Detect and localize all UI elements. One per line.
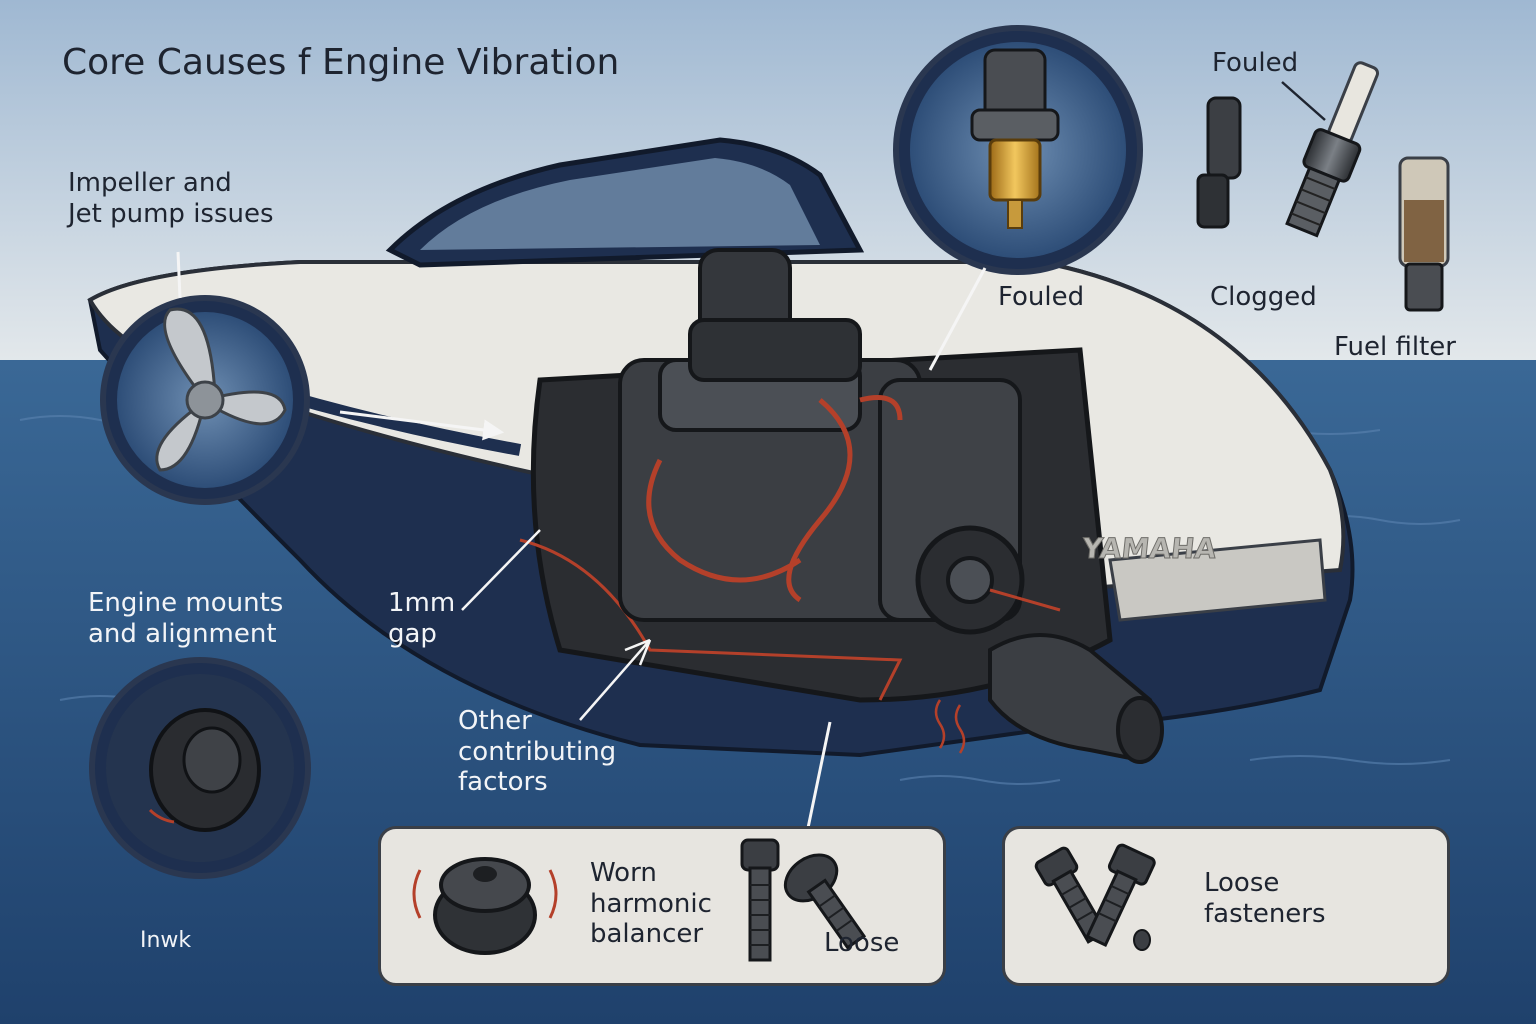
pulley-hub: [946, 556, 994, 604]
windshield-glass: [420, 158, 820, 250]
impeller-label: Impeller and Jet pump issues: [68, 168, 274, 229]
clogged-label: Clogged: [1210, 282, 1317, 312]
gap-leader: [461, 529, 541, 611]
jet-pump: [988, 633, 1164, 764]
gap-label-line2: gap: [388, 618, 437, 649]
other-factors-label: Other contributing factors: [458, 706, 616, 798]
airbox: [688, 318, 862, 382]
balancer-label-line3: balancer: [590, 919, 704, 950]
screw-icon-front: [783, 853, 867, 950]
fouled-top-leader: [1281, 81, 1326, 121]
loose-fasteners-icon-front: [1034, 843, 1156, 951]
impeller-icon: [155, 307, 287, 472]
deck-step: [1108, 538, 1327, 622]
hose-3: [859, 395, 903, 421]
spark-plug-icon: [970, 48, 1060, 229]
bay-red-outline: [519, 538, 903, 701]
fouled-spark-plug-icon: [1285, 61, 1380, 238]
balancer-label-line2: harmonic: [590, 888, 712, 919]
other-label-line2: contributing: [458, 736, 617, 767]
fouled-plug-label: Fouled: [998, 282, 1085, 312]
shaft-line: [989, 588, 1061, 612]
impeller-inset: [100, 295, 310, 505]
impeller-label-line1: Impeller and: [68, 168, 232, 198]
balancer-label: Worn harmonic balancer: [590, 858, 712, 950]
brand-lettering: YAMAHA: [1080, 532, 1219, 565]
fouled-top-label: Fouled: [1212, 48, 1299, 78]
other-label-line1: Other: [458, 706, 532, 736]
harmonic-balancer-icon-front: [412, 857, 558, 955]
small-plug-icon: [1196, 96, 1242, 229]
fuel-filter-icon: [1398, 156, 1450, 312]
bolt-icon-front: [740, 838, 780, 962]
loose-fasteners-label: Loose fasteners: [1204, 868, 1326, 929]
engine: [618, 248, 1164, 764]
other-leader: [579, 638, 652, 721]
gap-label: 1mm gap: [388, 588, 455, 649]
page-title: Core Causes f Engine Vibration: [62, 42, 620, 83]
impeller-label-line2: Jet pump issues: [68, 198, 274, 229]
loose-label: Loose: [824, 928, 900, 958]
mounts-label: Engine mounts and alignment: [88, 588, 283, 649]
heat-waves: [934, 699, 966, 754]
engine-mount-icon: [148, 708, 261, 832]
spark-plug-leader: [928, 267, 987, 371]
fasteners-label-line2: fasteners: [1204, 898, 1326, 929]
mounts-label-line2: and alignment: [88, 618, 277, 649]
fasteners-label-line1: Loose: [1204, 868, 1280, 898]
inset-caption: Inwk: [140, 928, 192, 953]
gap-label-line1: 1mm: [388, 588, 456, 618]
mounts-label-line1: Engine mounts: [88, 588, 284, 618]
box-leader: [806, 721, 832, 829]
impeller-leader: [176, 251, 182, 299]
spark-plug-inset: [893, 25, 1143, 275]
balancer-label-line1: Worn: [590, 858, 657, 888]
hose-1: [646, 458, 802, 583]
hose-2: [786, 398, 853, 603]
mount-inset: [89, 657, 311, 879]
fuel-filter-label: Fuel filter: [1334, 332, 1456, 362]
impeller-arrow: [339, 410, 505, 441]
other-label-line3: factors: [458, 767, 548, 798]
